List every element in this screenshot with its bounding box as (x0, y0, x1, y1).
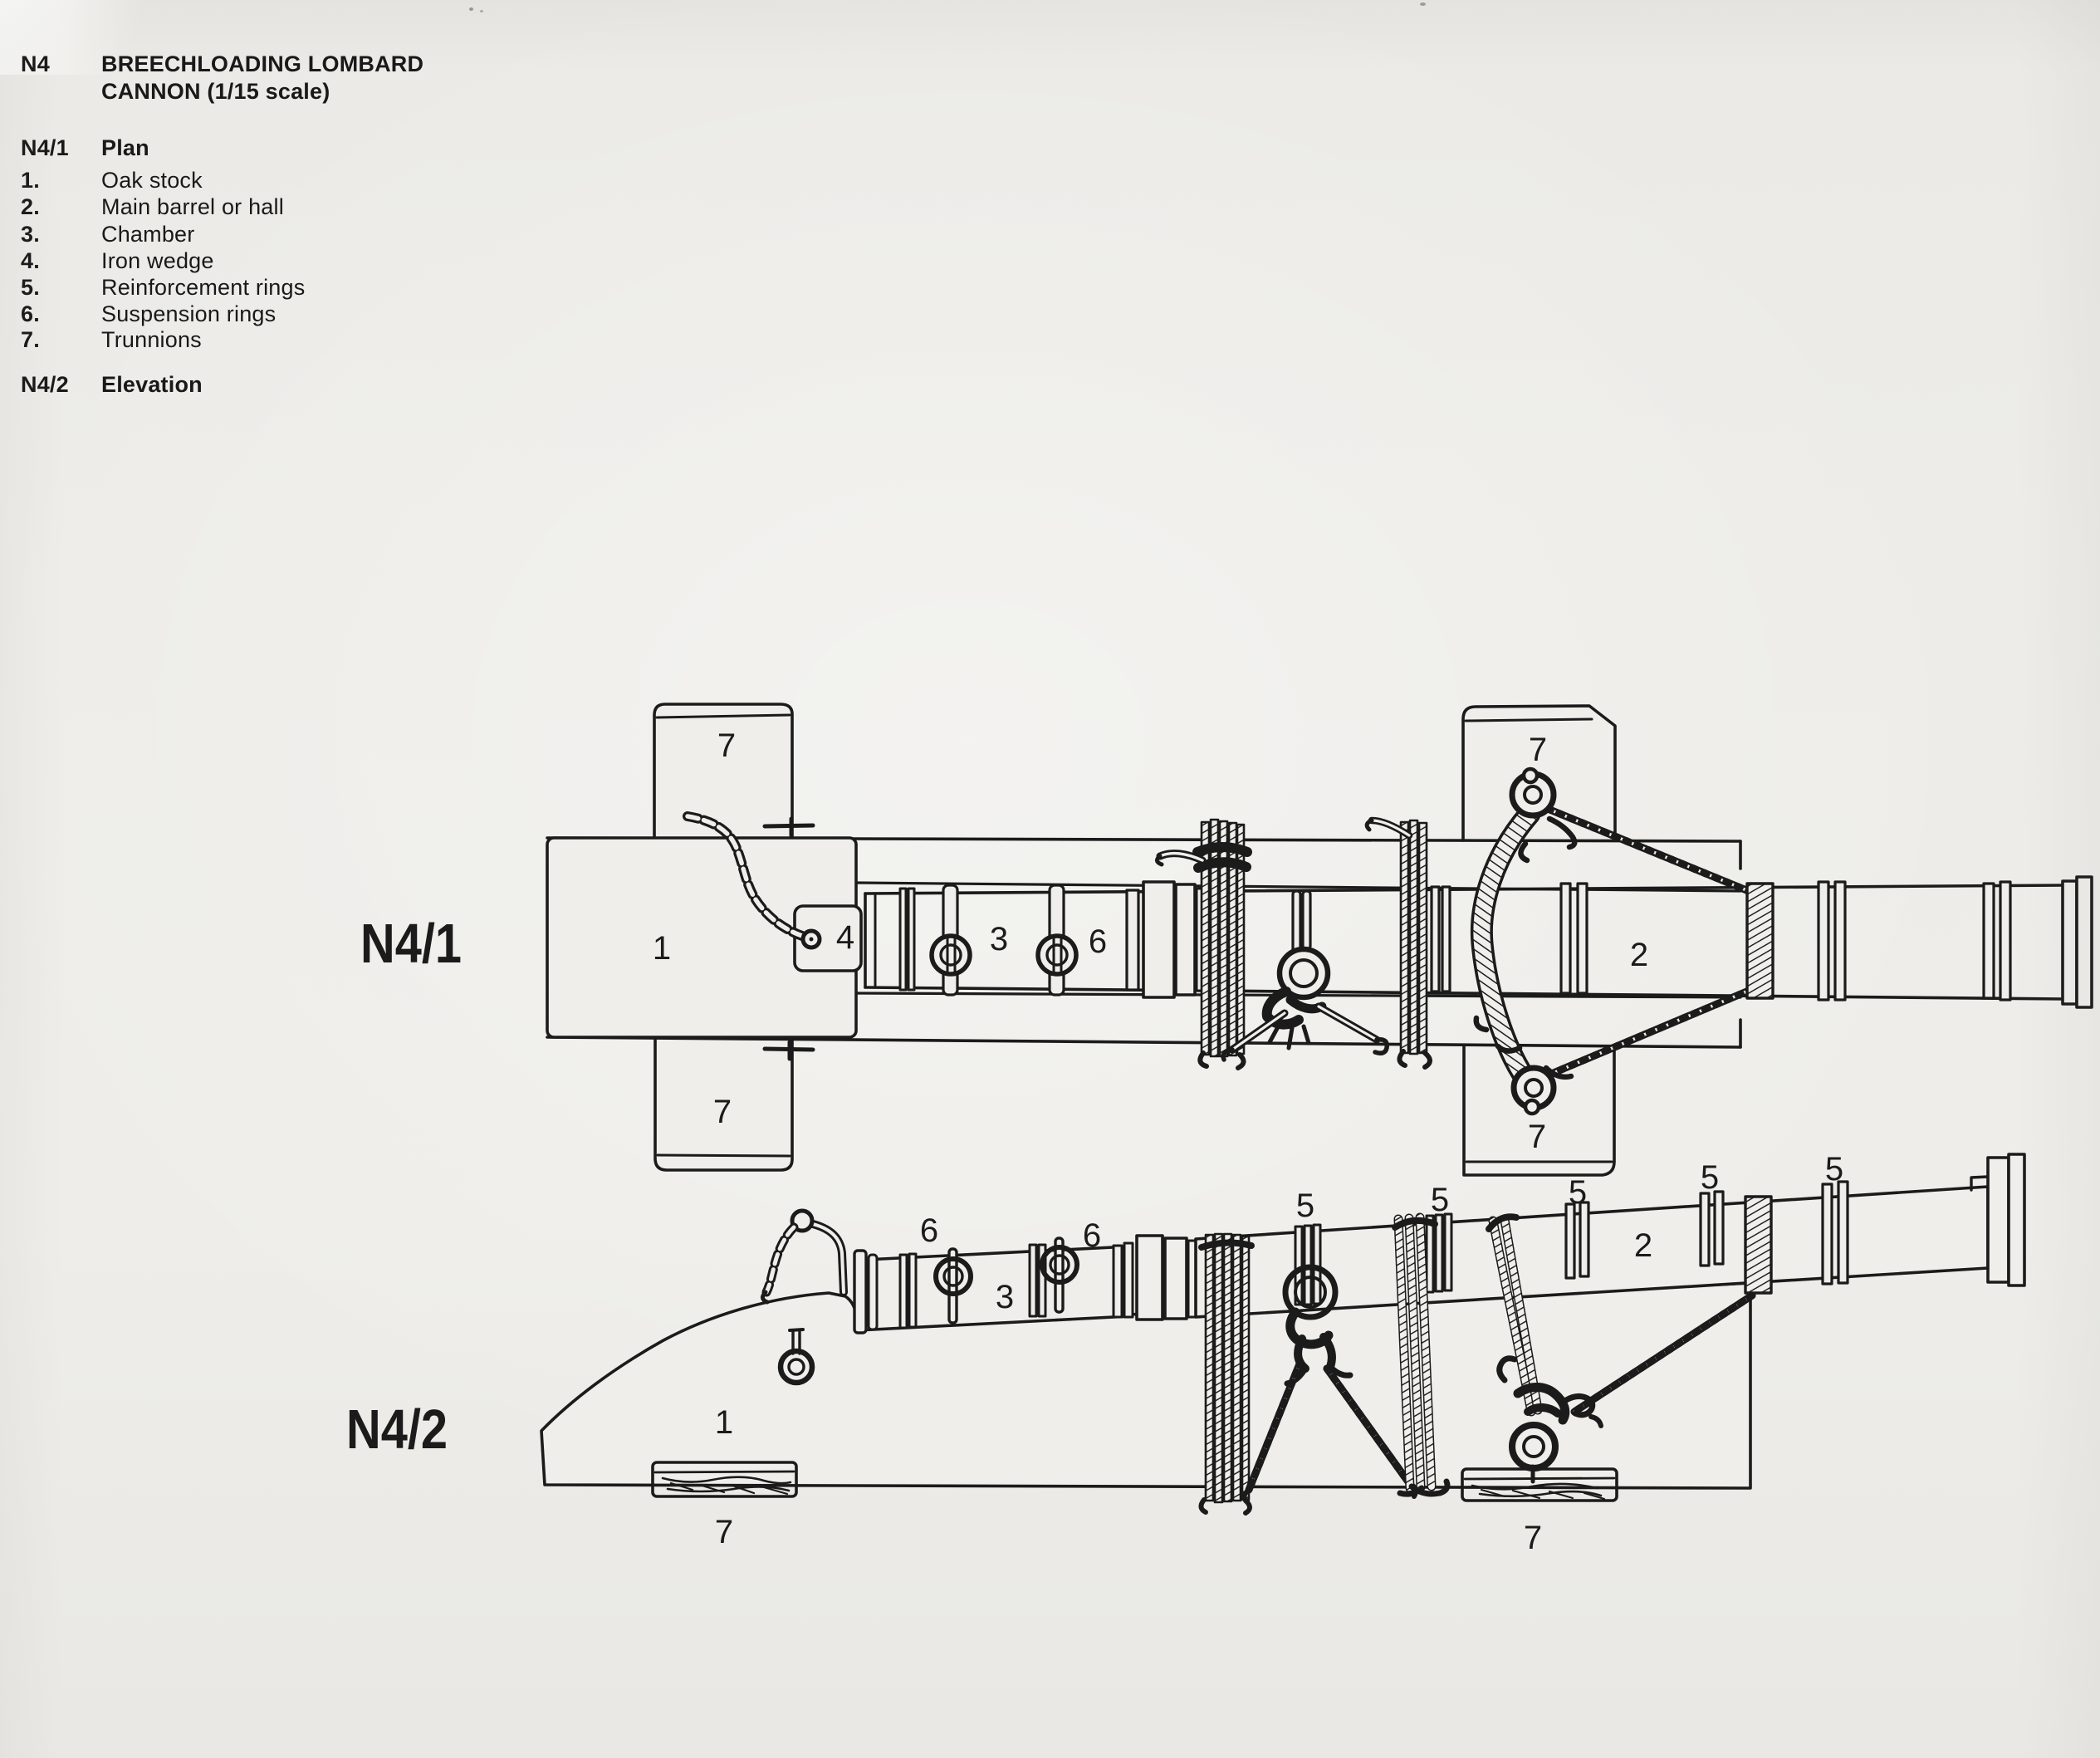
dust-speck (1420, 2, 1426, 6)
elevation-lashing-a (1198, 1232, 1255, 1516)
plan-muzzle (2061, 875, 2093, 1009)
plan-ring-pin (1276, 889, 1331, 1001)
legend-label: Iron wedge (101, 248, 214, 273)
dust-speck (480, 10, 483, 12)
elevation-view (540, 1153, 2026, 1516)
callout-elev-trunnion-right: 7 (1524, 1520, 1542, 1556)
elevation-trunnion-rope (1486, 1213, 1756, 1484)
callout-plan-main-barrel: 2 (1630, 937, 1648, 973)
legend-num: 5. (21, 275, 40, 300)
elevation-molding (1112, 1234, 1197, 1321)
callout-elev-chamber: 3 (996, 1279, 1014, 1315)
plan-chain (683, 811, 822, 950)
scan-light-corner (0, 0, 216, 75)
callout-elev-suspension-b: 6 (1083, 1217, 1101, 1254)
callout-plan-chamber: 3 (990, 921, 1008, 957)
elevation-lashing-b (1392, 1212, 1451, 1497)
section1-title: Plan (101, 135, 149, 160)
callout-elev-ring-5: 5 (1825, 1151, 1843, 1188)
plan-lashing-a (1155, 818, 1252, 1070)
callout-elev-trunnion-left: 7 (715, 1514, 733, 1550)
callout-plan-trunnion-top-left: 7 (717, 727, 736, 764)
plan-rings (1430, 880, 2012, 1001)
callout-plan-trunnion-top-right: 7 (1529, 732, 1547, 768)
page-title-line1: BREECHLOADING LOMBARD (101, 51, 424, 76)
plan-view (546, 703, 2093, 1177)
legend-num: 3. (21, 222, 40, 247)
callout-elev-oak-stock: 1 (715, 1404, 733, 1441)
plan-figure-label: N4/1 (360, 913, 462, 975)
plan-barrel (793, 875, 2093, 1009)
elevation-hook-chain (761, 1208, 848, 1305)
page-title-line2: CANNON (1/15 scale) (101, 79, 330, 104)
legend-num: 6. (21, 301, 40, 326)
plan-suspension-rings (929, 884, 1079, 997)
trunnion-pin (762, 816, 815, 1061)
callout-elev-ring-1: 5 (1296, 1188, 1314, 1224)
callout-plan-trunnion-bottom-right: 7 (1528, 1119, 1546, 1155)
legend-label: Oak stock (101, 168, 203, 193)
elevation-suspension-rings (933, 1236, 1079, 1325)
elevation-whipping-band (1744, 1195, 1773, 1295)
dust-speck (469, 7, 473, 11)
callout-elev-main-barrel: 2 (1634, 1227, 1652, 1264)
legend-label: Suspension rings (101, 301, 277, 326)
legend-num: 2. (21, 194, 40, 219)
plan-lashing-b (1364, 816, 1432, 1070)
legend-label: Reinforcement rings (101, 275, 306, 300)
legend-label: Main barrel or hall (101, 194, 284, 219)
plan-iron-wedge (793, 904, 863, 972)
elevation-barrel (1194, 1153, 2026, 1319)
section2-title: Elevation (101, 372, 203, 397)
plan-breeching-rope (1470, 766, 1774, 1116)
callout-elev-ring-4: 5 (1701, 1159, 1719, 1196)
plan-molding (1125, 880, 1206, 999)
legend-label: Chamber (101, 222, 195, 247)
elevation-trunnion-blocks (651, 1461, 1618, 1502)
plan-whipping-band (1745, 882, 1774, 1000)
callout-elev-suspension-a: 6 (920, 1212, 938, 1249)
plan-ring-knots (1221, 987, 1389, 1062)
plan-stock (546, 836, 1742, 1049)
legend-num: 1. (21, 168, 40, 193)
callout-plan-iron-wedge: 4 (836, 919, 854, 956)
elevation-chamber (853, 1234, 1197, 1334)
callout-elev-ring-2: 5 (1431, 1182, 1449, 1218)
legend-label: Trunnions (101, 327, 202, 352)
legend-num: 4. (21, 248, 40, 273)
drawing-labels: N4/1 N4/2 7 7 1 4 3 6 7 7 2 6 6 3 1 7 7 … (346, 727, 1843, 1556)
elevation-figure-label: N4/2 (346, 1398, 448, 1461)
callout-plan-oak-stock: 1 (653, 930, 671, 967)
figure-ref: N4 (21, 51, 50, 76)
callout-plan-trunnion-bottom-left: 7 (713, 1094, 732, 1130)
callout-plan-suspension-ring: 6 (1089, 923, 1107, 960)
elevation-ring-sling (1241, 1264, 1418, 1504)
callout-elev-ring-3: 5 (1569, 1174, 1587, 1211)
section1-ref: N4/1 (21, 135, 69, 160)
section2-ref: N4/2 (21, 372, 69, 397)
legend-num: 7. (21, 327, 40, 352)
